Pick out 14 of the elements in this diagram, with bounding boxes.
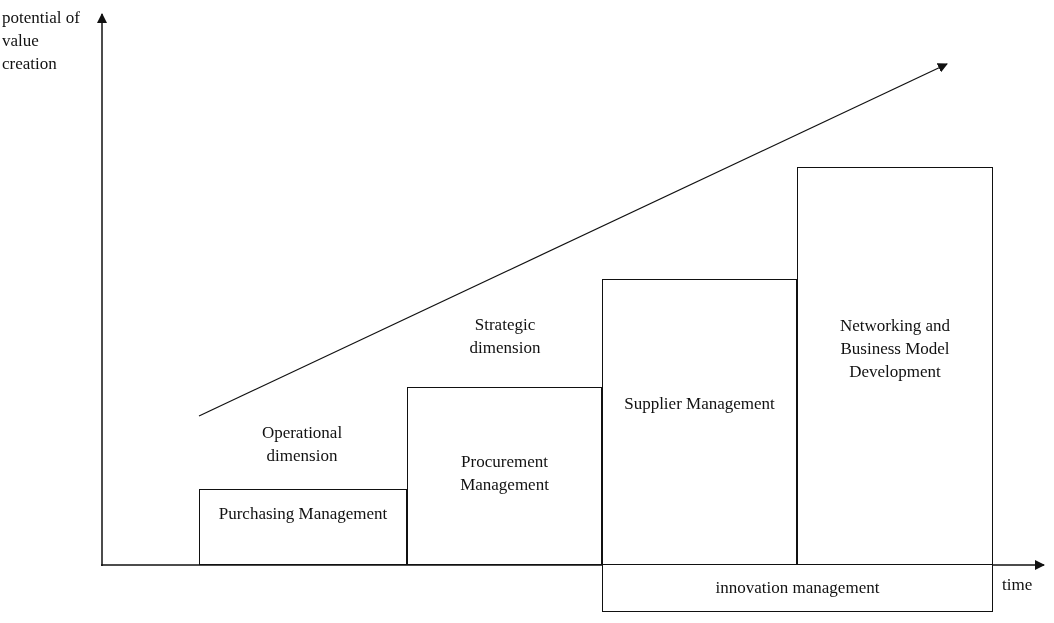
stage-label: Purchasing Management bbox=[217, 503, 389, 525]
stage-bar bbox=[797, 167, 993, 565]
dimension-label: Operational dimension bbox=[260, 422, 344, 467]
stage-label: Supplier Management bbox=[623, 393, 776, 415]
dimension-label: Strategic dimension bbox=[468, 314, 542, 359]
stage-bar bbox=[199, 489, 407, 565]
stage-bar bbox=[407, 387, 602, 565]
axis-label: potential of value creation bbox=[2, 7, 81, 75]
axis-label: time bbox=[1002, 574, 1034, 596]
process-box bbox=[602, 564, 993, 612]
stage-label: Networking and Business Model Development bbox=[839, 315, 951, 383]
stage-label: innovation management bbox=[714, 577, 881, 599]
stage-label: Procurement Management bbox=[459, 451, 550, 496]
stage-bar bbox=[602, 279, 797, 565]
